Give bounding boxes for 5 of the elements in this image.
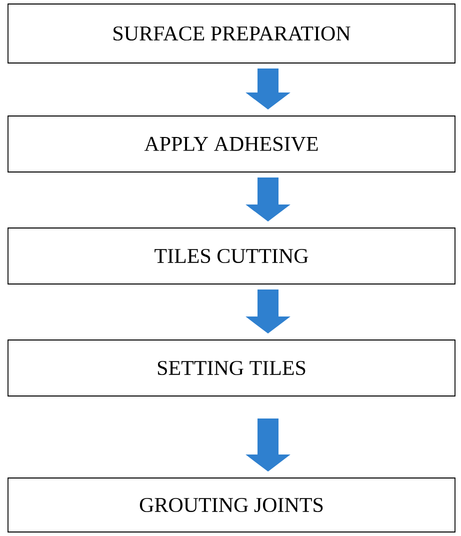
process-box: SETTING TILES xyxy=(8,340,456,396)
process-box: TILES CUTTING xyxy=(8,228,456,284)
process-box: SURFACE PREPARATION xyxy=(8,4,456,64)
process-box: GROUTING JOINTS xyxy=(8,478,456,532)
process-box: APPLY ADHESIVE xyxy=(8,116,456,172)
